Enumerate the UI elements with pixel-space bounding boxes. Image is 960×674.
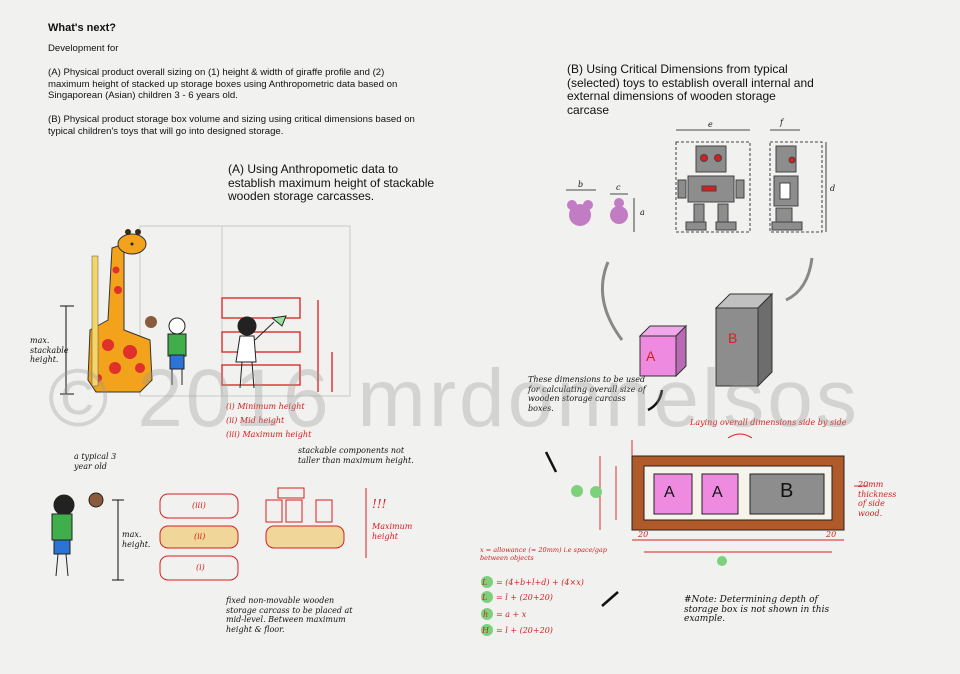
section-a-caption: (A) Using Anthropometic data to establis… [228, 162, 435, 203]
formula-3: = a + x [496, 610, 527, 619]
formula-key-4: H [482, 626, 489, 635]
box-b-letter: B [728, 330, 738, 346]
formula-key-2: L [482, 593, 488, 602]
box-a-letter: A [646, 348, 656, 364]
dim-label-b: b [578, 180, 584, 189]
child-figure-2 [235, 315, 287, 389]
dim-label-d: d [830, 184, 836, 193]
page-title: What's next? [48, 22, 117, 34]
point-a-text: (A) Physical product overall sizing on (… [48, 67, 398, 102]
these-dimensions-note: These dimensions to be used for calculat… [528, 375, 646, 413]
formula-1: = (4+b+l+d) + (4×x) [496, 578, 584, 587]
point-b-text: (B) Physical product storage box volume … [48, 114, 415, 137]
stack-level-i: (i) [196, 563, 205, 572]
maximum-height-note: Maximum height [372, 522, 413, 541]
allowance-note: x = allowance (≈ 20mm) i.e space/gap bet… [480, 546, 607, 562]
formula-4: = l + (20+20) [496, 626, 553, 635]
section-b-caption: (B) Using Critical Dimensions from typic… [567, 62, 814, 117]
dim-label-a: a [640, 208, 645, 217]
robot-side [771, 145, 803, 231]
stack-side-view [159, 487, 367, 581]
plan-box-b: B [780, 480, 794, 502]
teddy-bears [567, 198, 628, 226]
box-a-3d [638, 324, 688, 378]
formula-markers [481, 485, 727, 636]
laying-side-by-side-note: Laying overall dimensions side by side [690, 418, 847, 427]
dim-20-right: 20 [826, 530, 837, 539]
intro-text: Development for [48, 43, 119, 54]
red-shelves [221, 297, 333, 392]
level-note-3: (iii) Maximum height [226, 430, 312, 439]
carcass-plan [631, 455, 845, 531]
box-b-3d [714, 292, 774, 388]
stackable-components-note: stackable components not taller than max… [298, 446, 414, 465]
dim-label-c: c [616, 183, 621, 192]
formula-key-1: L [482, 578, 488, 587]
dim-20-left: 20 [638, 530, 649, 539]
plan-box-a2: A [712, 484, 723, 501]
exclaim-note: !!! [372, 497, 387, 511]
dim-label-f: f [780, 118, 783, 127]
max-stackable-height-note: max. stackable height. [30, 336, 69, 364]
child-figure-3 [51, 492, 104, 577]
thickness-note: 20mm thickness of side wood. [858, 480, 897, 518]
fixed-carcass-note: fixed non-movable wooden storage carcass… [226, 596, 353, 634]
level-note-1: (i) Minimum height [226, 402, 305, 411]
max-height-note: max. height. [122, 530, 151, 549]
level-note-2: (ii) Mid height [226, 416, 285, 425]
formula-key-3: h [483, 610, 489, 619]
child-figure-1 [145, 316, 187, 385]
depth-note: #Note: Determining depth of storage box … [684, 595, 830, 624]
giraffe-illustration [87, 229, 153, 393]
plan-box-a1: A [664, 484, 675, 501]
stack-level-ii: (ii) [194, 532, 206, 541]
dim-label-e: e [708, 120, 713, 129]
stack-level-iii: (iii) [192, 501, 206, 510]
typical-child-note: a typical 3 year old [74, 452, 117, 471]
robot-front [677, 145, 745, 231]
formula-2: = l + (20+20) [496, 593, 553, 602]
copyright-watermark: © 2016 mrdonnelsos [48, 353, 860, 444]
